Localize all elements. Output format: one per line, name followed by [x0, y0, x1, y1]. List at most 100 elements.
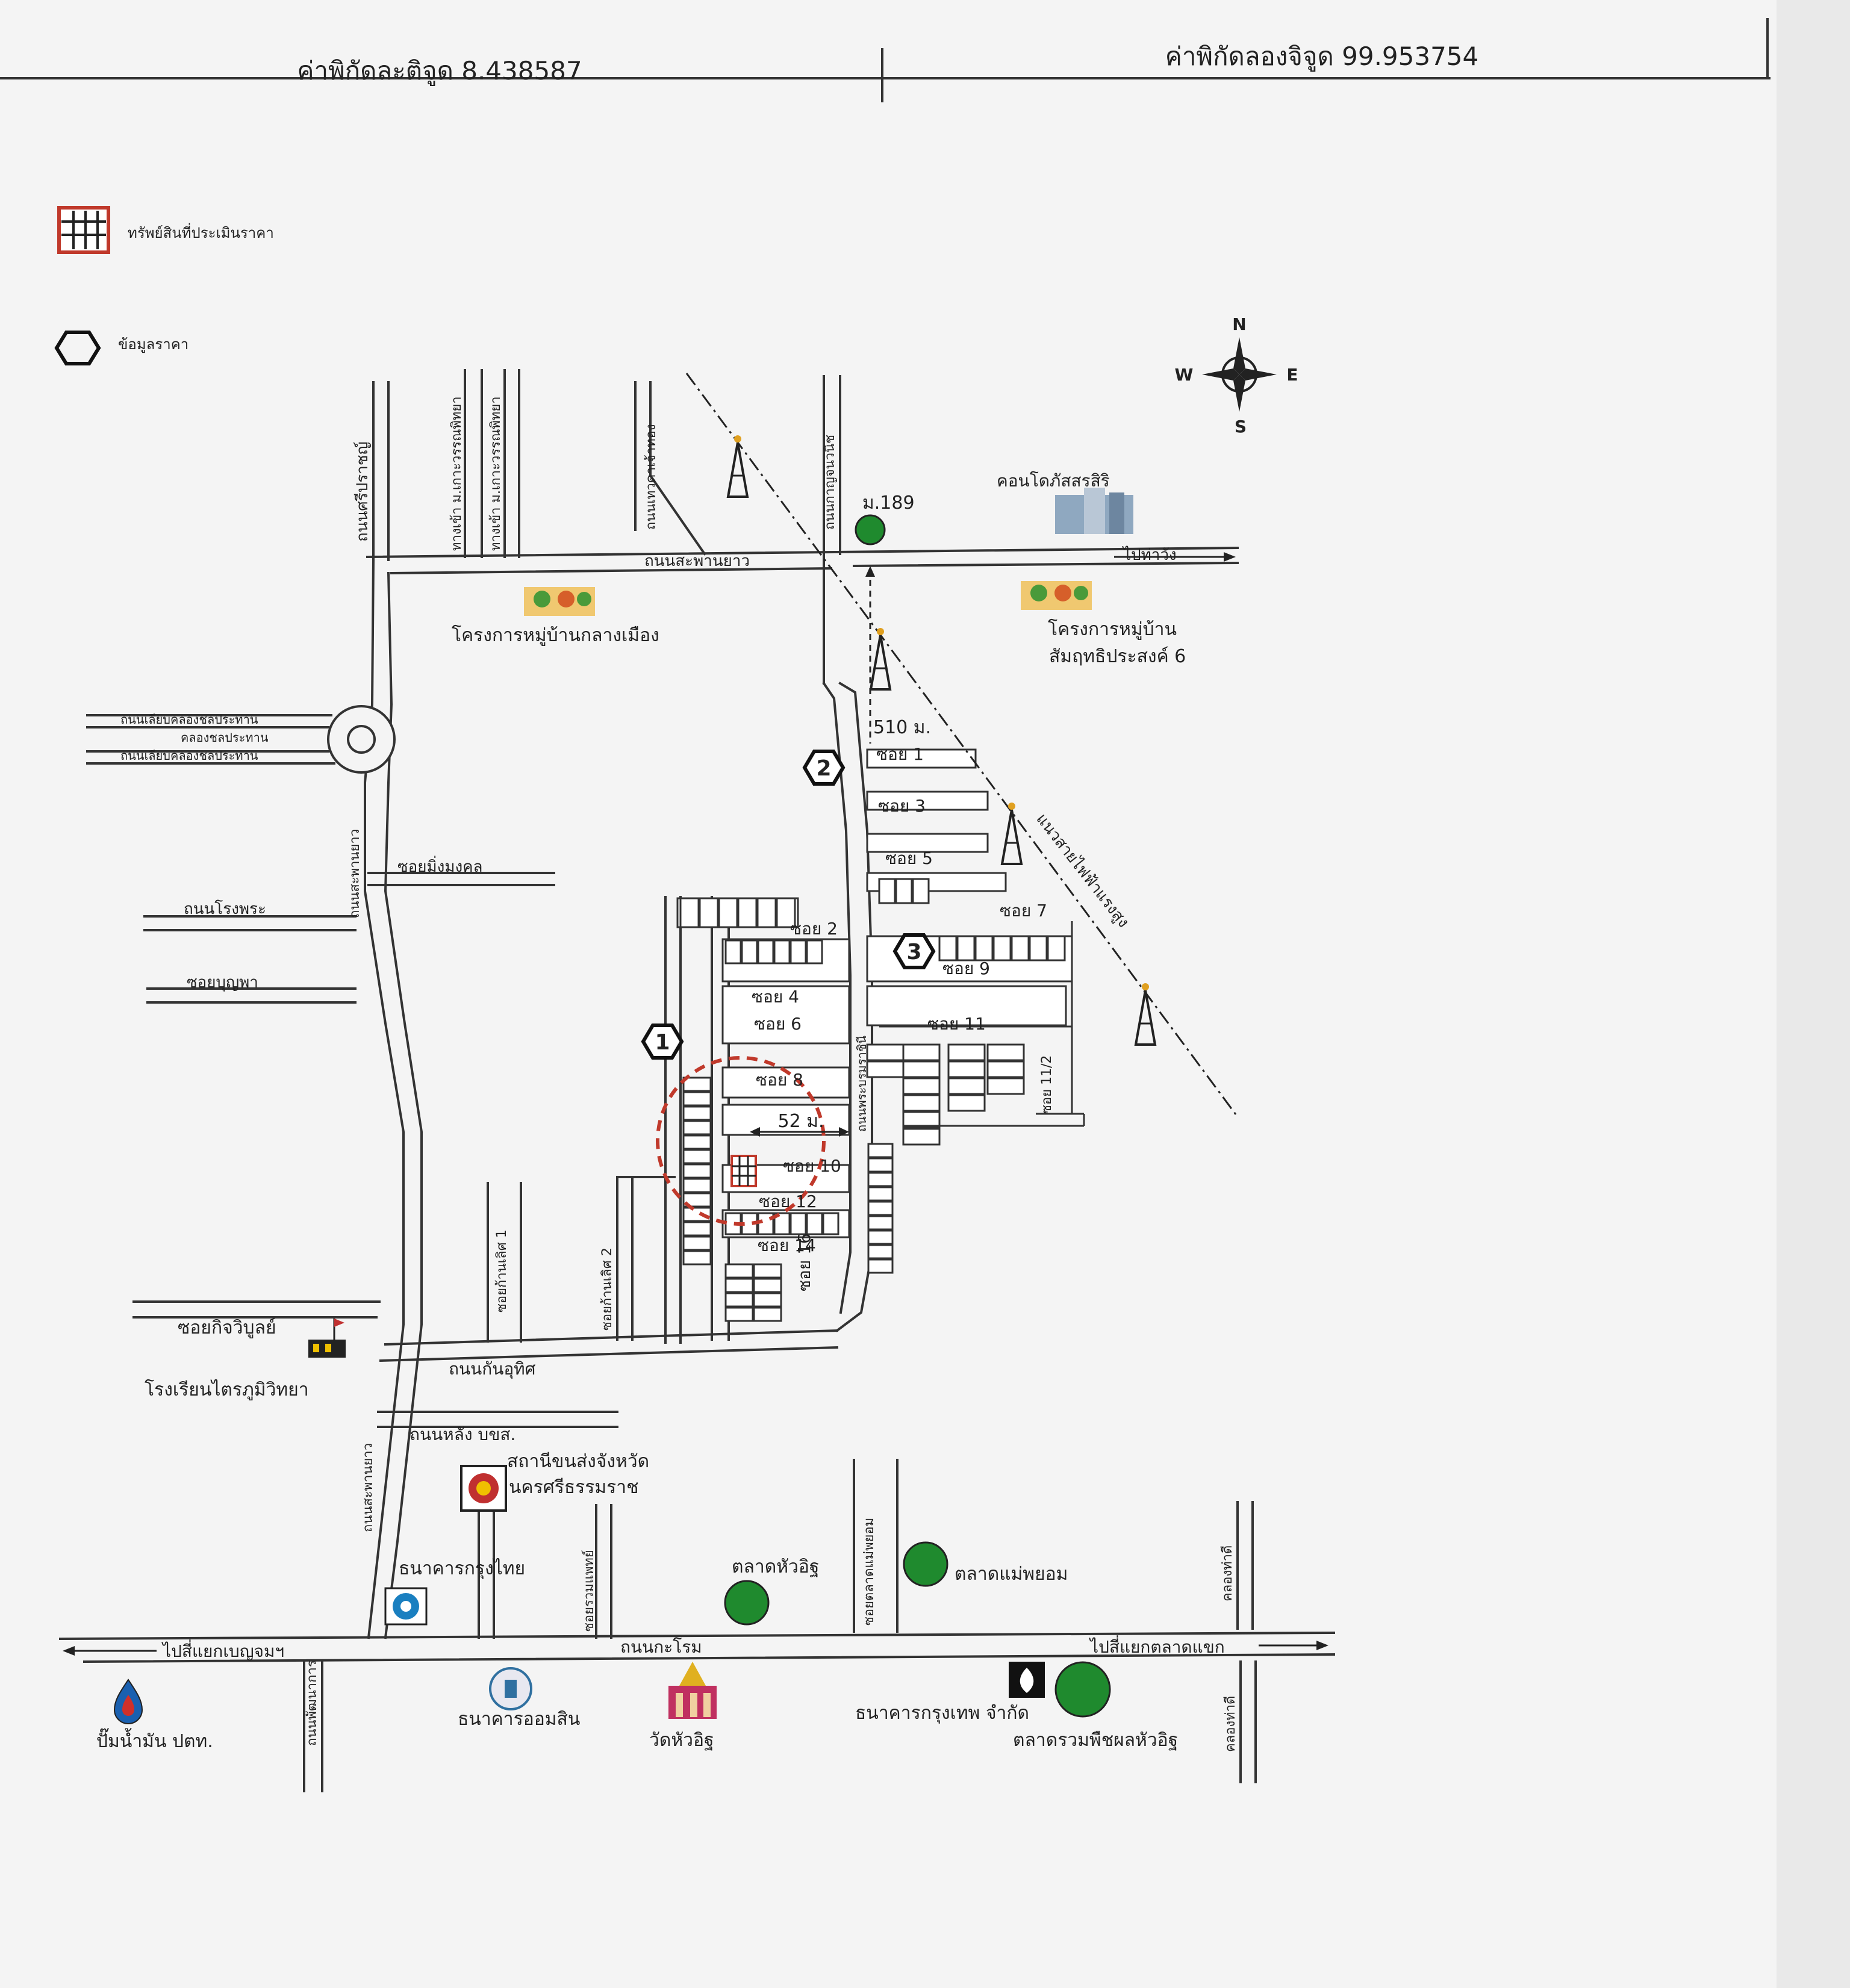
- place-village2-line1: โครงการหมู่บ้าน: [1048, 618, 1177, 640]
- place-gsb: ธนาคารออมสิน: [458, 1709, 580, 1730]
- road-label: คลองท่าดี: [1223, 1696, 1238, 1752]
- distance-52: 52 ม.: [777, 1111, 824, 1132]
- arrow-to-thawang: [1114, 552, 1236, 562]
- road-label: ซอยกิจวิบูลย์: [178, 1317, 276, 1338]
- soi-3: ซอย 3: [878, 796, 926, 816]
- coordinate-header: ค่าพิกัดละติจูด 8.438587 ค่าพิกัดลองจิจู…: [0, 18, 1771, 102]
- place-terminal-line1: สถานีขนส่งจังหวัด: [507, 1451, 649, 1472]
- price-data-legend-label: ข้อมูลราคา: [118, 336, 188, 353]
- road-label: ถนนกะโรม: [620, 1637, 702, 1657]
- tower-icon: [869, 628, 892, 691]
- price-data-legend-icon: [54, 331, 101, 365]
- soi-8: ซอย 8: [756, 1070, 803, 1090]
- soi-10: ซอย 10: [783, 1156, 841, 1176]
- place-ptt: ปั๊มน้ำมัน ปตท.: [96, 1728, 213, 1752]
- distance-510: 510 ม.: [873, 717, 931, 738]
- road-label: ซอยก้านเลิศ 1: [494, 1229, 509, 1312]
- green-marker-icon: [724, 1580, 770, 1626]
- road-label: ถนนศรีปราชญ์: [353, 441, 372, 542]
- bus-terminal-icon: [460, 1465, 507, 1512]
- place-market2: ตลาดแม่พยอม: [955, 1564, 1068, 1585]
- condo-building-icon: [1055, 488, 1133, 534]
- soi-1: ซอย 1: [876, 744, 924, 764]
- soi-11-2: ซอย 11/2: [1039, 1055, 1054, 1114]
- subdivision-area: [664, 682, 1085, 1344]
- price-marker-3: 3: [892, 933, 936, 969]
- place-ktb: ธนาคารกรุงไทย: [399, 1558, 525, 1580]
- road-label: ซอยมิ่งมงคล: [397, 856, 483, 876]
- soi-11: ซอย 11: [927, 1014, 986, 1034]
- compass-icon: N S E W: [1175, 314, 1298, 436]
- bangkok-bank-icon: [1009, 1662, 1045, 1698]
- subject-property-marker: [656, 1056, 826, 1226]
- legend: ทรัพย์สินที่ประเมินราคา ข้อมูลราคา: [54, 206, 274, 365]
- temple-icon: [668, 1662, 717, 1719]
- road-label: ถนนกาญจนวนิช: [823, 435, 838, 530]
- road-label: ไปสี่แยกตลาดแขก: [1089, 1635, 1225, 1657]
- road-label: ทางเข้า ม.เกาะวรรณพิทยา: [488, 396, 503, 551]
- green-marker-icon: [1054, 1661, 1111, 1718]
- place-temple: วัดหัวอิฐ: [649, 1730, 714, 1751]
- place-village1: โครงการหมู่บ้านกลางเมือง: [452, 624, 659, 646]
- road-label: ไปท่าวัง: [1122, 545, 1177, 564]
- place-village2-line2: สัมฤทธิประสงค์ 6: [1049, 646, 1186, 667]
- road-label: ถนนสะพานยาว: [361, 1443, 376, 1532]
- compass-n: N: [1232, 314, 1246, 334]
- soi-16: ซอย 16: [794, 1233, 814, 1291]
- road-label: ซอยก้านเลิศ 2: [600, 1247, 615, 1331]
- green-marker-icon: [903, 1541, 948, 1587]
- road-label: ไปสี่แยกเบญจมฯ: [161, 1639, 284, 1661]
- svg-text:1: 1: [655, 1030, 670, 1055]
- road-label: ถนนพัฒนาการ: [305, 1660, 320, 1746]
- latitude-label: ค่าพิกัดละติจูด 8.438587: [297, 56, 582, 86]
- subject-property-legend-icon: [57, 206, 110, 254]
- distance-arrows: 510 ม. 52 ม.: [750, 566, 931, 1137]
- soi-14: ซอย 14: [758, 1235, 816, 1255]
- village-logo-icon: [524, 587, 595, 616]
- road-label: ถนนเลียบคลองชลประทาน: [120, 712, 258, 727]
- road-label: ถนนพระบรมราชินี: [855, 1036, 869, 1132]
- landmarks: ม.189 คอนโดภัสสรสิริ โครงการหมู่บ้านกลาง…: [96, 471, 1186, 1752]
- compass-s: S: [1235, 417, 1247, 436]
- soi-12: ซอย 12: [759, 1191, 817, 1211]
- road-label: ถนนสะพานยาว: [347, 829, 363, 918]
- soi-7: ซอย 7: [1000, 901, 1047, 921]
- green-marker-icon: [855, 514, 886, 545]
- place-terminal-line2: นครศรีธรรมราช: [509, 1477, 638, 1498]
- school-icon: [308, 1319, 346, 1358]
- arrow-to-talad-khaek: [1259, 1641, 1328, 1650]
- road-label: ซอยตลาดแม่พยอม: [862, 1518, 877, 1626]
- place-condo: คอนโดภัสสรสิริ: [997, 471, 1110, 491]
- road-label: คลองชลประทาน: [181, 730, 269, 745]
- place-school: โรงเรียนไตรภูมิวิทยา: [145, 1379, 309, 1400]
- road-label: ถนนเทวดาเจ้าทอง: [644, 424, 659, 530]
- price-marker-1: 1: [641, 1024, 684, 1060]
- place-m189: ม.189: [862, 492, 915, 514]
- road-label: คลองท่าดี: [1220, 1545, 1235, 1601]
- road-label: ถนนโรงพระ: [184, 899, 266, 918]
- power-line-label: แนวสายไฟฟ้าแรงสูง: [1032, 810, 1133, 931]
- road-label: ถนนสะพานยาว: [644, 552, 750, 570]
- soi-4: ซอย 4: [752, 987, 799, 1007]
- soi-6: ซอย 6: [754, 1014, 802, 1034]
- place-bbl: ธนาคารกรุงเทพ จำกัด: [855, 1703, 1029, 1724]
- soi-5: ซอย 5: [885, 848, 933, 868]
- village-logo-icon: [1021, 581, 1092, 610]
- road-labels: ถนนศรีปราชญ์ ทางเข้า ม.เกาะวรรณพิทยา ทาง…: [63, 396, 1328, 1752]
- gsb-bank-icon: [489, 1667, 532, 1710]
- road-label: ทางเข้า ม.เกาะวรรณพิทยา: [449, 396, 464, 551]
- road-network: [58, 369, 1336, 1792]
- price-marker-2: 2: [802, 750, 846, 786]
- soi-9: ซอย 9: [942, 958, 990, 978]
- tower-icon: [726, 435, 749, 498]
- subject-property-legend-label: ทรัพย์สินที่ประเมินราคา: [128, 223, 274, 241]
- road-label: ถนนหลัง บขส.: [410, 1424, 515, 1444]
- longitude-label: ค่าพิกัดลองจิจูด 99.953754: [1165, 42, 1479, 72]
- place-fruit-market: ตลาดรวมพืชผลหัวอิฐ: [1013, 1730, 1178, 1751]
- compass-e: E: [1286, 365, 1298, 385]
- soi-labels: ซอย 1 ซอย 3 ซอย 5 ซอย 7 ซอย 2 ซอย 9 ซอย …: [752, 744, 1054, 1291]
- place-market1: ตลาดหัวอิฐ: [732, 1556, 819, 1577]
- svg-text:3: 3: [906, 940, 921, 964]
- arrow-to-benchama: [63, 1646, 157, 1656]
